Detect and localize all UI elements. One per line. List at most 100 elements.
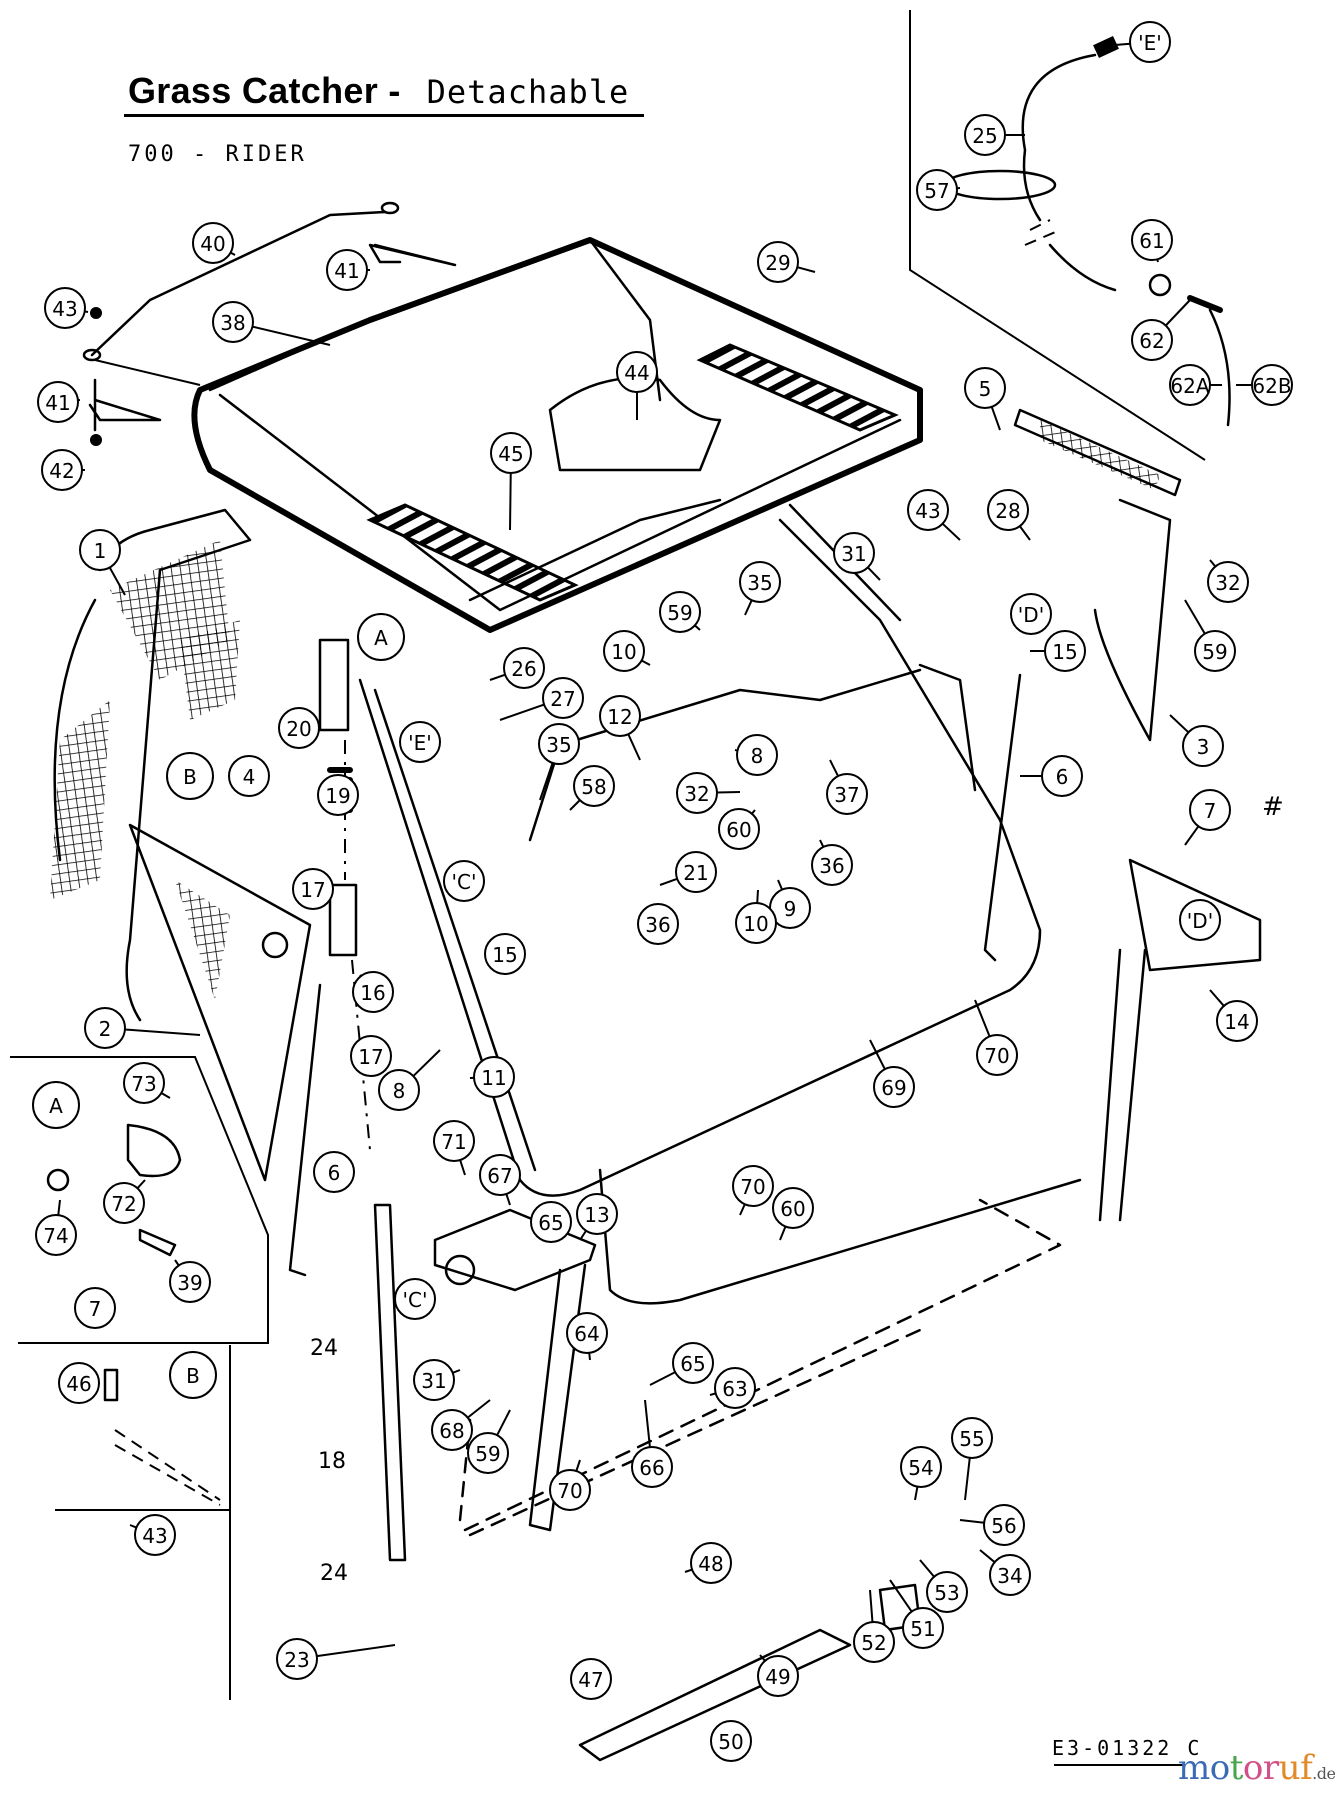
callout-number: 49 <box>765 1665 790 1689</box>
callout-leader-line <box>644 1399 651 1448</box>
callout-leader-line <box>1209 989 1225 1007</box>
callout-number: 19 <box>325 784 350 808</box>
hash-note: # <box>1262 792 1284 822</box>
part-callout-2: 2 <box>84 1007 201 1049</box>
callout-circle <box>317 774 359 816</box>
callout-number: 70 <box>557 1479 582 1503</box>
callout-leader-line <box>452 1369 461 1374</box>
part-callout-41: 41 <box>326 249 370 291</box>
callout-number: 65 <box>538 1211 563 1235</box>
part-callout-6: 6 <box>1020 755 1083 797</box>
callout-circle <box>1169 364 1211 406</box>
callout-leader-line <box>160 1092 171 1099</box>
callout-circle <box>192 222 234 264</box>
callout-number: 'C' <box>403 1288 428 1312</box>
callout-leader-line <box>744 599 753 616</box>
callout-leader-line <box>129 1524 137 1529</box>
part-callout-55: 55 <box>951 1417 993 1501</box>
diagram-title: Grass Catcher -Detachable <box>128 70 629 112</box>
catcher-lid <box>191 237 923 633</box>
callout-number: 6 <box>1056 765 1069 789</box>
callout-number: 17 <box>300 878 325 902</box>
callout-circle <box>169 1351 217 1399</box>
watermark-letter: o <box>1242 1748 1263 1788</box>
callout-number: 55 <box>959 1427 984 1451</box>
callout-leader-line <box>979 1549 996 1563</box>
part-callout-66: 66 <box>631 1399 673 1488</box>
callout-number: 'D' <box>1187 909 1213 933</box>
part-callout-e: 'E' <box>399 721 441 763</box>
callout-number: 40 <box>200 232 225 256</box>
callout-number: 29 <box>765 251 790 275</box>
part-callout-13: 13 <box>576 1193 618 1241</box>
part-callout-16: 16 <box>352 971 394 1013</box>
callout-number: 58 <box>581 775 606 799</box>
callout-circle <box>530 1201 572 1243</box>
part-callout-63: 63 <box>709 1367 756 1409</box>
callout-number: A <box>374 626 388 650</box>
callout-leader-line <box>889 1579 913 1613</box>
part-callout-44: 44 <box>616 351 658 420</box>
callout-circle <box>166 752 214 800</box>
callout-number: 65 <box>680 1352 705 1376</box>
part-callout-59: 59 <box>659 591 701 633</box>
callout-leader-line <box>869 1589 874 1623</box>
callout-number: 48 <box>698 1552 723 1576</box>
callout-leader-line <box>579 1230 587 1241</box>
callout-circle <box>431 1409 473 1451</box>
callout-number: 68 <box>439 1419 464 1443</box>
callout-leader-line <box>509 472 512 531</box>
title-underline <box>124 114 644 117</box>
callout-leader-line <box>641 659 651 666</box>
callout-circle <box>79 529 121 571</box>
callout-circle <box>1207 561 1249 603</box>
callout-number: 74 <box>43 1224 68 1248</box>
callout-circle <box>873 1066 915 1108</box>
part-callout-20: 20 <box>278 707 320 749</box>
callout-number: 60 <box>780 1197 805 1221</box>
callout-number: B <box>183 765 197 789</box>
callout-leader-line <box>867 566 881 581</box>
callout-leader-line <box>489 673 506 681</box>
callout-number: 3 <box>1197 735 1210 759</box>
part-callout-51: 51 <box>889 1579 944 1649</box>
callout-number: 62B <box>1252 374 1291 398</box>
callout-circle <box>672 1342 714 1384</box>
drawing-number-underline <box>1054 1764 1184 1766</box>
callout-number: 16 <box>360 981 385 1005</box>
part-label-24: 24 <box>310 1336 338 1361</box>
callout-number: 64 <box>574 1322 599 1346</box>
callout-circle <box>484 933 526 975</box>
callout-leader-line <box>1165 299 1191 327</box>
callout-number: 39 <box>177 1271 202 1295</box>
callout-number: 41 <box>334 259 359 283</box>
watermark-letter: f <box>1300 1748 1313 1788</box>
callout-circle <box>1131 319 1173 361</box>
callout-leader-line <box>467 1399 491 1419</box>
part-callout-23: 23 <box>276 1638 396 1680</box>
callout-number: 56 <box>991 1514 1016 1538</box>
callout-number: 38 <box>220 311 245 335</box>
callout-circle <box>1041 755 1083 797</box>
triangular-panel <box>128 823 312 1182</box>
callout-leader-line <box>1184 825 1200 846</box>
part-callout-49: 49 <box>757 1654 799 1697</box>
part-callout-68: 68 <box>431 1399 491 1451</box>
callout-circle <box>467 1432 509 1474</box>
part-callout-15: 15 <box>1030 630 1086 672</box>
callout-leader-line <box>959 1519 985 1524</box>
callout-circle <box>443 860 485 902</box>
part-callout-62: 62 <box>1131 299 1191 361</box>
callout-circle <box>576 1193 618 1235</box>
callout-number: 27 <box>550 687 575 711</box>
lift-handle <box>528 663 977 842</box>
title-subtitle: Detachable <box>426 73 630 111</box>
part-callout-70: 70 <box>732 1165 774 1216</box>
callout-number: 61 <box>1139 229 1164 253</box>
part-callout-53: 53 <box>919 1559 968 1613</box>
part-callout-45: 45 <box>490 432 532 531</box>
callout-circle <box>542 677 584 719</box>
part-callout-11: 11 <box>469 1056 515 1098</box>
part-callout-42: 42 <box>41 449 85 491</box>
callout-circle <box>573 765 615 807</box>
